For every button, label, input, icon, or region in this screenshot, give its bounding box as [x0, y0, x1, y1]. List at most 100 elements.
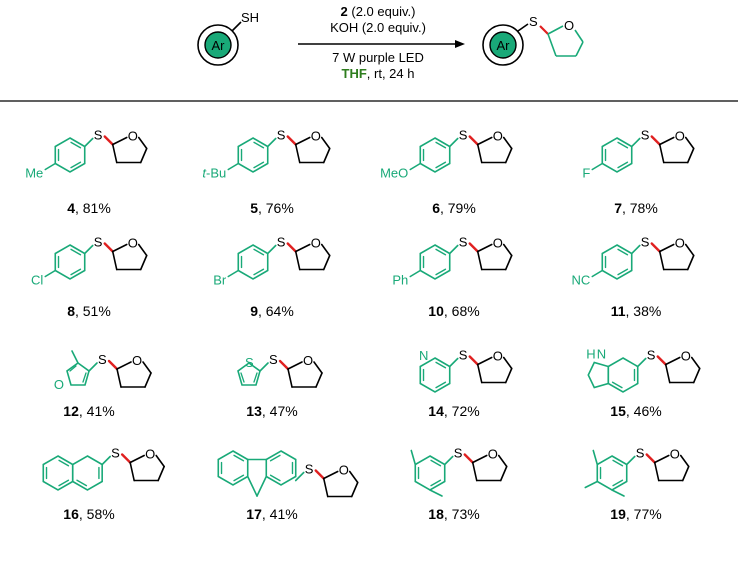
compound-yield: 38% — [633, 303, 661, 319]
compound-yield: 41% — [87, 403, 115, 419]
product-s-atom: S — [529, 14, 538, 29]
compound-label: 11, 38% — [611, 303, 662, 319]
base-condition: KOH (2.0 equiv.) — [330, 20, 426, 35]
thiophene-sulfur: S — [245, 355, 254, 370]
compound-label: 17, 41% — [246, 506, 297, 522]
oxygen-atom: O — [488, 447, 498, 462]
indole-nh: H N — [586, 347, 606, 362]
compound-sep: , — [79, 506, 87, 522]
compound-number: 14 — [428, 403, 444, 419]
solvent-thf: THF — [342, 66, 367, 81]
compound-number: 16 — [63, 506, 79, 522]
sulfur-atom: S — [647, 348, 656, 363]
oxygen-atom: O — [675, 129, 685, 144]
compound-sep: , — [622, 200, 630, 216]
compound-7: S O F 7, 78% — [582, 128, 695, 216]
reaction-conditions: 2 (2.0 equiv.) KOH (2.0 equiv.) 7 W purp… — [330, 4, 426, 81]
substituent-label: MeO — [380, 166, 408, 181]
compound-number: 19 — [610, 506, 626, 522]
compound-label: 12, 41% — [63, 403, 114, 419]
compound-label: 19, 77% — [610, 506, 661, 522]
compound-sep: , — [444, 303, 452, 319]
oxygen-atom: O — [339, 463, 349, 478]
compound-yield: 41% — [270, 506, 298, 522]
reactant-ar-label: Ar — [212, 38, 226, 53]
compound-yield: 77% — [634, 506, 662, 522]
sulfur-atom: S — [277, 128, 286, 143]
product-o-atom: O — [564, 18, 574, 33]
sulfur-atom: S — [111, 446, 120, 461]
compound-yield: 46% — [634, 403, 662, 419]
oxygen-atom: O — [493, 349, 503, 364]
compound-number: 12 — [63, 403, 79, 419]
compound-number: 10 — [428, 303, 444, 319]
compound-sep: , — [262, 506, 270, 522]
oxygen-atom: O — [128, 129, 138, 144]
compound-number: 17 — [246, 506, 262, 522]
compound-yield: 73% — [452, 506, 480, 522]
compound-label: 5, 76% — [250, 200, 294, 216]
compound-yield: 76% — [266, 200, 294, 216]
compound-label: 7, 78% — [614, 200, 658, 216]
compound-label: 9, 64% — [250, 303, 294, 319]
oxygen-atom: O — [670, 447, 680, 462]
sulfur-atom: S — [641, 235, 650, 250]
compound-sep: , — [258, 200, 266, 216]
compound-number: 18 — [428, 506, 444, 522]
compound-sep: , — [79, 403, 87, 419]
oxygen-atom: O — [303, 353, 313, 368]
sulfur-atom: S — [641, 128, 650, 143]
compound-label: 14, 72% — [428, 403, 479, 419]
compound-sep: , — [262, 403, 270, 419]
compound-number: 6 — [432, 200, 440, 216]
reagent-number: 2 — [341, 4, 348, 19]
compound-16: S O 16, 58% — [42, 446, 165, 522]
compound-yield: 58% — [87, 506, 115, 522]
compound-yield: 81% — [83, 200, 111, 216]
compound-sep: , — [75, 303, 83, 319]
compound-sep: , — [626, 303, 634, 319]
compound-number: 15 — [610, 403, 626, 419]
oxygen-atom: O — [493, 129, 503, 144]
compound-yield: 47% — [270, 403, 298, 419]
reactant-ring — [197, 24, 239, 66]
compound-yield: 68% — [452, 303, 480, 319]
oxygen-atom: O — [681, 349, 691, 364]
sulfur-atom: S — [269, 352, 278, 367]
oxygen-atom: O — [145, 447, 155, 462]
compound-yield: 79% — [448, 200, 476, 216]
oxygen-atom: O — [311, 129, 321, 144]
substituent-label: Ph — [392, 273, 408, 288]
compound-15: H N S O 15, 46% — [586, 347, 701, 419]
compound-yield: 72% — [452, 403, 480, 419]
compound-label: 16, 58% — [63, 506, 114, 522]
compound-19: S O 19, 77% — [584, 446, 690, 522]
sulfur-atom: S — [305, 462, 314, 477]
compound-number: 9 — [250, 303, 258, 319]
sulfur-atom: S — [277, 235, 286, 250]
temp-time: , rt, 24 h — [367, 66, 415, 81]
compound-number: 8 — [67, 303, 75, 319]
compound-yield: 64% — [266, 303, 294, 319]
pyridine-nitrogen: N — [419, 348, 428, 363]
reactant: Ar SH — [197, 10, 259, 66]
oxygen-atom: O — [675, 236, 685, 251]
substituent-label: t-Bu — [202, 166, 226, 181]
compound-label: 6, 79% — [432, 200, 476, 216]
compound-number: 7 — [614, 200, 622, 216]
sulfur-atom: S — [636, 446, 645, 461]
compound-sep: , — [75, 200, 83, 216]
compound-label: 15, 46% — [610, 403, 661, 419]
compound-sep: , — [444, 403, 452, 419]
reagent-equiv: (2.0 equiv.) — [348, 4, 416, 19]
sulfur-atom: S — [94, 128, 103, 143]
compound-label: 13, 47% — [246, 403, 297, 419]
substituent-label: F — [582, 166, 590, 181]
oxygen-atom: O — [311, 236, 321, 251]
svg-text:THF, rt, 24 h: THF, rt, 24 h — [342, 66, 415, 81]
